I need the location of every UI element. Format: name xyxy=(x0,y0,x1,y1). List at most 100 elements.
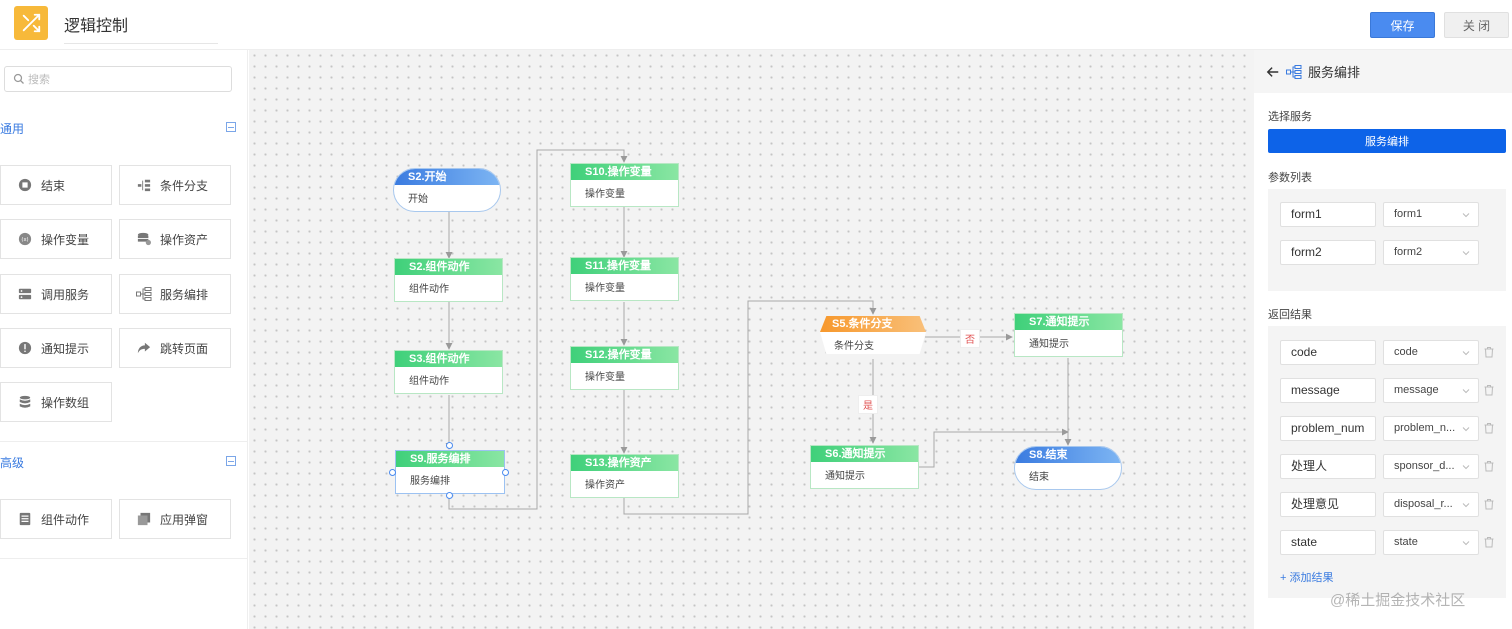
service-select-button[interactable]: 服务编排 xyxy=(1268,129,1506,153)
trash-icon[interactable] xyxy=(1483,346,1495,358)
node-title: S12.操作变量 xyxy=(571,347,678,363)
tool-asset[interactable]: 操作资产 xyxy=(119,219,231,259)
stop-circle-icon xyxy=(17,177,33,193)
param-name-input[interactable]: form1 xyxy=(1280,202,1376,227)
chevron-down-icon xyxy=(1462,389,1470,394)
node-body: 组件动作 xyxy=(409,376,449,387)
flow-node-end[interactable]: S8.结束 结束 xyxy=(1014,446,1122,490)
branch-icon xyxy=(136,177,152,193)
chevron-down-icon xyxy=(1462,503,1470,508)
server-icon xyxy=(17,286,33,302)
collapse-advanced-button[interactable] xyxy=(226,456,236,466)
results-label: 返回结果 xyxy=(1268,309,1312,321)
tool-label: 操作资产 xyxy=(160,232,209,247)
trash-icon[interactable] xyxy=(1483,498,1495,510)
param-name-input[interactable]: form2 xyxy=(1280,240,1376,265)
node-body: 操作变量 xyxy=(585,372,625,383)
flow-node-notification[interactable]: S7.通知提示 通知提示 xyxy=(1014,313,1123,357)
search-input[interactable]: 搜索 xyxy=(4,66,232,92)
edge-s13-s5 xyxy=(623,300,877,515)
search-placeholder: 搜索 xyxy=(28,74,50,86)
select-value: disposal_r... xyxy=(1394,498,1453,510)
select-value: state xyxy=(1394,536,1418,548)
close-button[interactable]: 关 闭 xyxy=(1444,12,1509,38)
tool-label: 条件分支 xyxy=(160,178,209,193)
node-title: S7.通知提示 xyxy=(1015,314,1122,330)
flow-node-start[interactable]: S2.开始 开始 xyxy=(393,168,501,212)
flow-node-operate-asset[interactable]: S13.操作资产 操作资产 xyxy=(570,454,679,498)
flow-node-notification[interactable]: S6.通知提示 通知提示 xyxy=(810,445,919,489)
node-body: 通知提示 xyxy=(825,471,865,482)
tool-label: 应用弹窗 xyxy=(160,512,209,527)
chevron-down-icon xyxy=(1462,541,1470,546)
back-arrow-icon[interactable] xyxy=(1266,65,1280,79)
result-value-select[interactable]: message xyxy=(1383,378,1479,403)
section-title-advanced: 高级 xyxy=(0,456,25,470)
edge-label-no[interactable]: 否 xyxy=(960,329,980,348)
flow-node-operate-variable[interactable]: S11.操作变量 操作变量 xyxy=(570,257,679,301)
save-button[interactable]: 保存 xyxy=(1370,12,1435,38)
tool-component-action[interactable]: 组件动作 xyxy=(0,499,112,539)
flow-node-operate-variable[interactable]: S12.操作变量 操作变量 xyxy=(570,346,679,390)
add-result-button[interactable]: + 添加结果 xyxy=(1280,572,1334,584)
tool-label: 结束 xyxy=(41,178,66,193)
result-value-select[interactable]: state xyxy=(1383,530,1479,555)
edge-s6-s8 xyxy=(918,428,1069,468)
top-bar: 逻辑控制 保存 关 闭 xyxy=(0,0,1512,50)
connect-handle-bottom[interactable] xyxy=(446,492,453,499)
connect-handle-left[interactable] xyxy=(389,469,396,476)
tool-array[interactable]: 操作数组 xyxy=(0,382,112,422)
result-value-select[interactable]: sponsor_d... xyxy=(1383,454,1479,479)
result-name-input[interactable]: 处理意见 xyxy=(1280,492,1376,517)
tool-redirect[interactable]: 跳转页面 xyxy=(119,328,231,368)
result-name-input[interactable]: state xyxy=(1280,530,1376,555)
node-body: 服务编排 xyxy=(410,476,450,487)
trash-icon[interactable] xyxy=(1483,422,1495,434)
result-name-input[interactable]: 处理人 xyxy=(1280,454,1376,479)
node-body: 组件动作 xyxy=(409,284,449,295)
tool-app-popup[interactable]: 应用弹窗 xyxy=(119,499,231,539)
flow-node-condition-branch[interactable]: S5.条件分支 条件分支 xyxy=(820,316,926,360)
tool-variable[interactable]: (x) 操作变量 xyxy=(0,219,112,259)
component-palette: 搜索 通用 结束 条件分支 (x) 操作变量 操作资产 调用服务 服务编排 通知… xyxy=(0,50,248,629)
trash-icon[interactable] xyxy=(1483,536,1495,548)
flow-node-component-action[interactable]: S3.组件动作 组件动作 xyxy=(394,350,503,394)
tool-end[interactable]: 结束 xyxy=(0,165,112,205)
result-value-select[interactable]: disposal_r... xyxy=(1383,492,1479,517)
flow-node-service-orchestration-selected[interactable]: S9.服务编排 服务编排 xyxy=(395,450,505,494)
connect-handle-right[interactable] xyxy=(502,469,509,476)
tool-call-service[interactable]: 调用服务 xyxy=(0,274,112,314)
result-name-input[interactable]: problem_num xyxy=(1280,416,1376,441)
flow-node-operate-variable[interactable]: S10.操作变量 操作变量 xyxy=(570,163,679,207)
result-name-input[interactable]: code xyxy=(1280,340,1376,365)
select-value: problem_n... xyxy=(1394,422,1456,434)
chevron-down-icon xyxy=(1462,251,1470,256)
trash-icon[interactable] xyxy=(1483,384,1495,396)
edge-label-yes[interactable]: 是 xyxy=(858,395,878,414)
tool-branch[interactable]: 条件分支 xyxy=(119,165,231,205)
flow-canvas[interactable]: S2.开始 开始 S2.组件动作 组件动作 S3.组件动作 组件动作 S9.服务… xyxy=(249,50,1254,629)
flow-node-component-action[interactable]: S2.组件动作 组件动作 xyxy=(394,258,503,302)
watermark: @稀土掘金技术社区 xyxy=(1330,592,1466,609)
param-value-select[interactable]: form1 xyxy=(1383,202,1479,227)
params-list: form1 form1 form2 form2 xyxy=(1268,189,1506,291)
chevron-down-icon xyxy=(1462,465,1470,470)
node-title: S6.通知提示 xyxy=(811,446,918,462)
trash-icon[interactable] xyxy=(1483,460,1495,472)
result-name-input[interactable]: message xyxy=(1280,378,1376,403)
tool-label: 操作变量 xyxy=(41,232,90,247)
stack-icon xyxy=(17,394,33,410)
collapse-general-button[interactable] xyxy=(226,122,236,132)
page-title[interactable]: 逻辑控制 xyxy=(64,12,218,44)
node-body: 操作变量 xyxy=(585,283,625,294)
tool-orchestration[interactable]: 服务编排 xyxy=(119,274,231,314)
panel-header: 服务编排 xyxy=(1254,50,1512,93)
search-icon xyxy=(13,73,24,84)
chevron-down-icon xyxy=(1462,427,1470,432)
result-value-select[interactable]: code xyxy=(1383,340,1479,365)
tool-notification[interactable]: 通知提示 xyxy=(0,328,112,368)
result-value-select[interactable]: problem_n... xyxy=(1383,416,1479,441)
node-body: 通知提示 xyxy=(1029,339,1069,350)
param-value-select[interactable]: form2 xyxy=(1383,240,1479,265)
connect-handle-top[interactable] xyxy=(446,442,453,449)
